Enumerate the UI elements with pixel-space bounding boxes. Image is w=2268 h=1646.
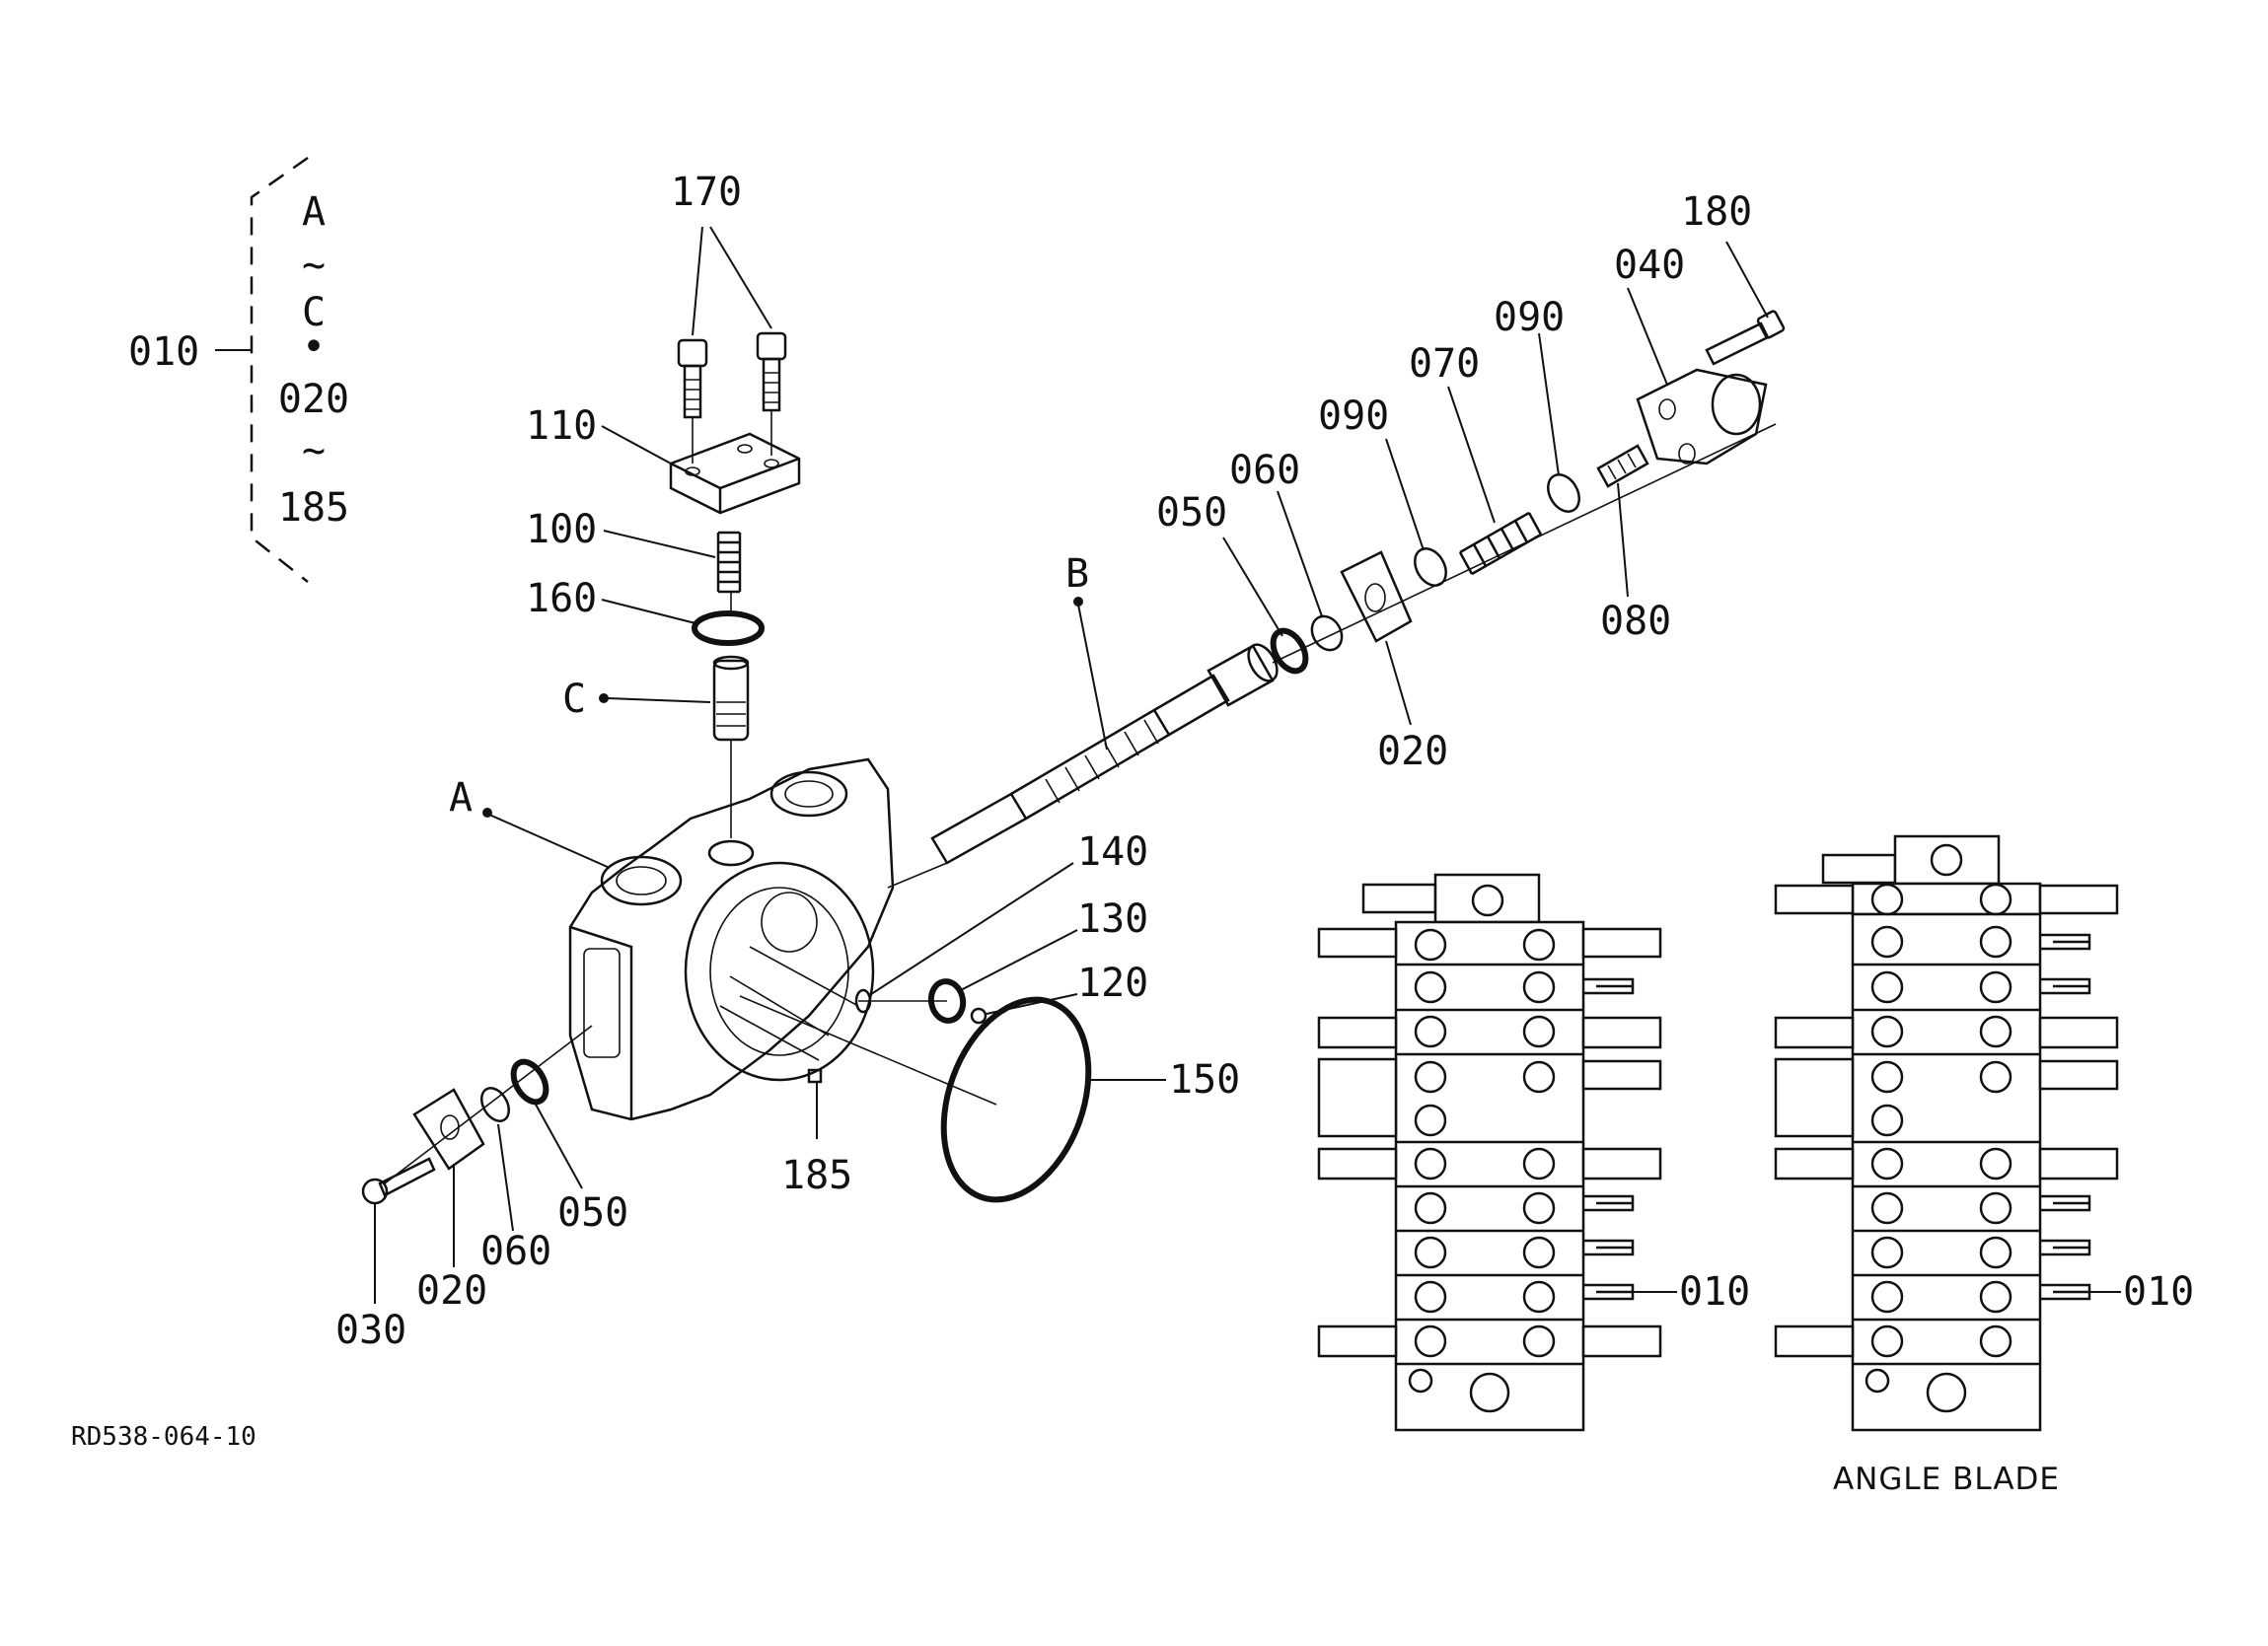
callout-130: 130	[1077, 896, 1148, 942]
drawing-number: RD538-064-10	[71, 1422, 256, 1452]
callout-160: 160	[526, 576, 597, 621]
callout-120: 120	[1077, 961, 1148, 1006]
callout-150: 150	[1169, 1057, 1240, 1103]
screw-030	[361, 1157, 436, 1205]
callout-140: 140	[1077, 829, 1148, 875]
callout-050-bottom: 050	[557, 1190, 628, 1236]
callout-010-right-stack: 010	[2123, 1269, 2194, 1315]
o-ring-130	[927, 978, 967, 1024]
callout-A: A	[449, 775, 473, 821]
group-line-5: 020	[278, 377, 349, 422]
group-bracket: 010 A ~ C • 020 ~ 185	[128, 156, 349, 583]
callout-020-top: 020	[1377, 729, 1448, 774]
angle-blade-caption: ANGLE BLADE	[1833, 1462, 2060, 1497]
bottom-left-parts	[361, 1025, 593, 1205]
callout-060-top: 060	[1229, 448, 1300, 493]
callout-070: 070	[1409, 341, 1480, 387]
callout-090-right: 090	[1494, 295, 1565, 340]
callout-050-top: 050	[1156, 490, 1227, 536]
callout-060-bottom: 060	[480, 1229, 551, 1274]
washer-060-top	[1310, 614, 1344, 652]
spool-B	[887, 643, 1279, 889]
screw-180	[1705, 310, 1786, 366]
bolt-170-right	[756, 331, 787, 412]
o-ring-050-bottom	[510, 1058, 549, 1106]
group-line-2: ~	[302, 243, 326, 288]
callout-C: C	[562, 677, 586, 722]
cover-assembly	[669, 331, 801, 838]
o-ring-150	[940, 996, 1092, 1203]
callout-010-left-stack: 010	[1679, 1269, 1750, 1315]
spring-100	[716, 531, 742, 594]
poppet-C	[712, 655, 750, 742]
callout-040: 040	[1614, 243, 1685, 288]
o-ring-160	[692, 610, 765, 646]
callout-170: 170	[671, 170, 742, 215]
callout-185: 185	[781, 1153, 852, 1198]
group-line-4: •	[302, 324, 326, 370]
group-line-3: C	[302, 290, 326, 335]
spring-070	[1458, 511, 1543, 576]
callout-020-bottom: 020	[416, 1268, 487, 1314]
spring-cap-040	[1636, 368, 1768, 465]
valve-stack-left: 010	[1317, 873, 1750, 1432]
callouts: 170 110 100 160 C A B 050 060 090 070	[335, 170, 1769, 1353]
spring-seat-090-left	[1414, 547, 1447, 587]
o-ring-050-top	[1270, 627, 1309, 675]
callout-090-left: 090	[1318, 394, 1389, 439]
callout-100: 100	[526, 507, 597, 552]
callout-080: 080	[1600, 599, 1671, 644]
flange-020-top	[1340, 550, 1413, 643]
callout-110: 110	[526, 403, 597, 449]
front-small-parts	[739, 978, 1092, 1203]
valve-stack-right: 010 ANGLE BLADE	[1774, 834, 2194, 1497]
right-parts-chain	[1270, 310, 1786, 675]
washer-060-bottom	[480, 1087, 510, 1122]
callout-030: 030	[335, 1308, 406, 1353]
group-line-1: A	[302, 189, 326, 235]
cover-plate-110	[669, 432, 801, 515]
group-label: 010	[128, 329, 199, 375]
ball-120	[970, 1007, 988, 1025]
callout-B: B	[1065, 551, 1089, 597]
valve-body-A	[568, 757, 895, 1121]
bolt-170-left	[677, 338, 708, 419]
flange-020-bottom	[412, 1088, 485, 1171]
callout-180: 180	[1681, 189, 1752, 235]
group-line-6: ~	[302, 428, 326, 473]
spring-seat-090-right	[1547, 473, 1580, 513]
stopper-bolt-080	[1596, 444, 1649, 488]
pin-185	[807, 1068, 823, 1084]
group-line-7: 185	[278, 485, 349, 531]
